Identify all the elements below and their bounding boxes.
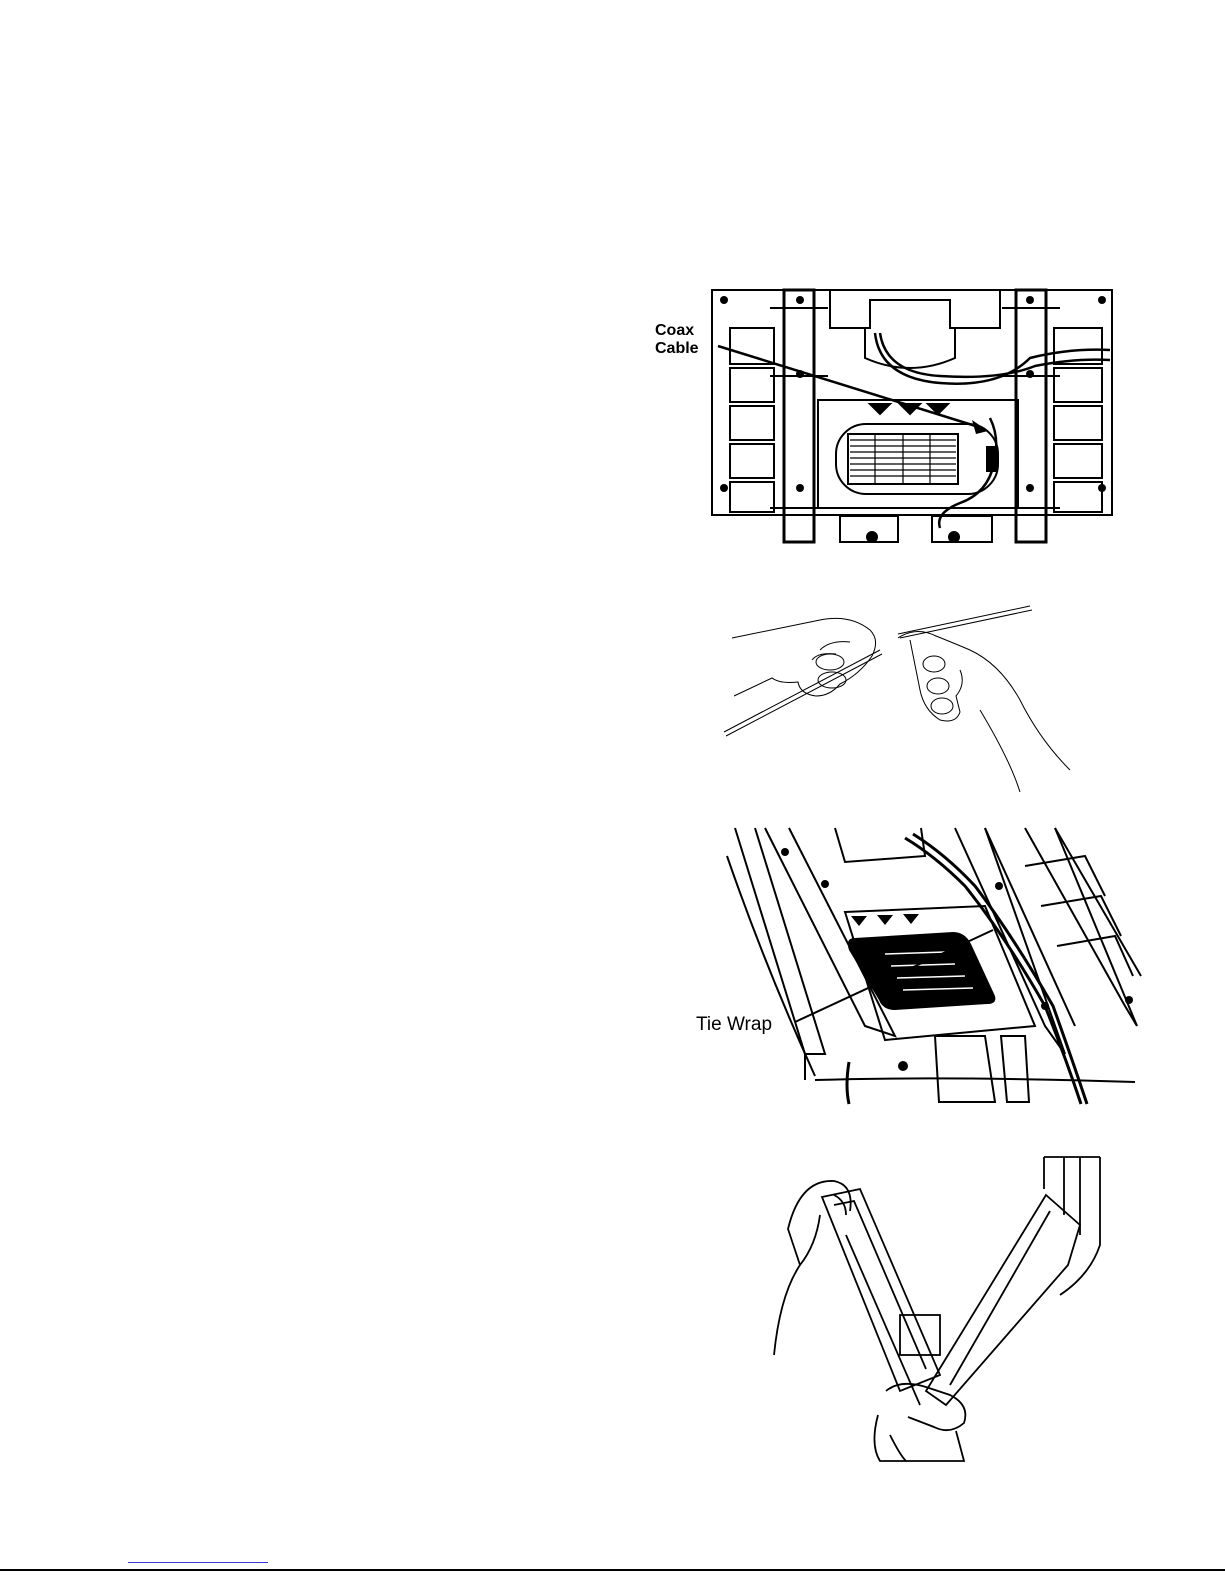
cable-connection-figure (720, 600, 1080, 795)
tie-wrap-label: Tie Wrap (696, 1014, 772, 1036)
coax-cable-label: Coax Cable (655, 322, 699, 359)
coax-cable-routing-illustration (700, 288, 1120, 544)
coax-label-line2: Cable (655, 340, 699, 358)
lift-cover-figure (750, 1155, 1110, 1465)
coax-label-line1: Coax (655, 322, 699, 340)
hands-connecting-cable-illustration (720, 600, 1080, 795)
coax-cable-figure (700, 288, 1120, 544)
tie-wrap-figure (725, 826, 1145, 1106)
footer-rule (0, 1569, 1225, 1571)
tie-wrap-illustration (725, 826, 1145, 1106)
footer-link-underline[interactable] (128, 1562, 268, 1563)
hand-lifting-cover-illustration (750, 1155, 1110, 1465)
